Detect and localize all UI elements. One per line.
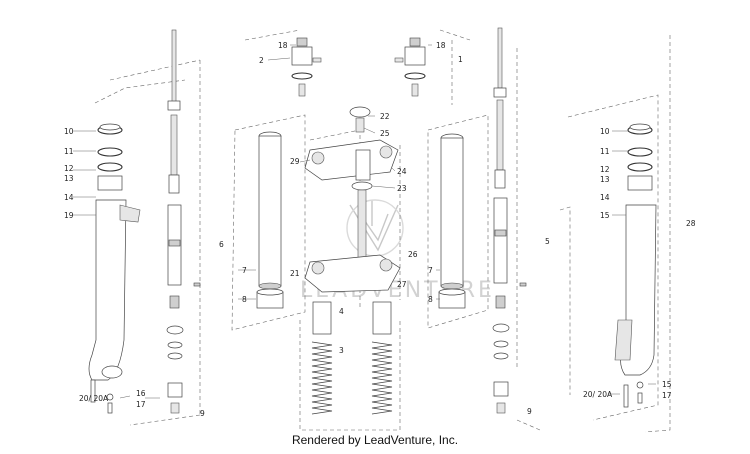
callout-7-left: 7 xyxy=(242,266,247,275)
callout-8-left: 8 xyxy=(242,295,247,304)
callout-26: 26 xyxy=(408,250,418,259)
watermark-logo xyxy=(346,199,404,257)
callout-20-20a-left: 20/ 20A xyxy=(79,394,109,403)
callout-16-left: 16 xyxy=(136,389,146,398)
callout-22: 22 xyxy=(380,112,390,121)
callout-7-right: 7 xyxy=(428,266,433,275)
callout-21: 21 xyxy=(290,269,300,278)
left-damper-rod xyxy=(166,29,184,414)
callout-27: 27 xyxy=(397,280,407,289)
callout-4: 4 xyxy=(339,307,344,316)
callout-17-left: 17 xyxy=(136,400,146,409)
callout-3: 3 xyxy=(339,346,344,355)
callout-6: 6 xyxy=(219,240,224,249)
callout-13-left: 13 xyxy=(64,174,74,183)
callout-18-right: 18 xyxy=(436,41,446,50)
part-callouts: 10 11 12 13 14 19 20/ 20A 16 17 9 6 7 8 … xyxy=(64,41,696,418)
top-caps xyxy=(291,37,426,97)
fork-springs xyxy=(311,301,393,415)
callout-14-right: 14 xyxy=(600,193,610,202)
render-credit-caption: Rendered by LeadVenture, Inc. xyxy=(291,433,459,447)
callout-14-left: 14 xyxy=(64,193,74,202)
right-inner-tube xyxy=(438,133,466,309)
left-inner-tube xyxy=(256,131,284,309)
callout-20-20a-right: 20/ 20A xyxy=(583,390,613,399)
left-fork-slider xyxy=(88,123,201,414)
triple-clamp-assembly xyxy=(304,106,401,293)
callout-28: 28 xyxy=(686,219,696,228)
callout-29: 29 xyxy=(290,157,300,166)
callout-24: 24 xyxy=(397,167,407,176)
right-fork-slider xyxy=(614,123,657,408)
callout-5: 5 xyxy=(545,237,550,246)
callout-8-right: 8 xyxy=(428,295,433,304)
callout-9-right: 9 xyxy=(527,407,532,416)
callout-17-right: 17 xyxy=(662,391,672,400)
right-damper-rod xyxy=(492,27,527,414)
callout-11-right: 11 xyxy=(600,147,610,156)
callout-13-right: 13 xyxy=(600,175,610,184)
callout-12-left: 12 xyxy=(64,164,74,173)
callout-15-right-lower: 15 xyxy=(662,380,672,389)
callout-1: 1 xyxy=(458,55,463,64)
callout-10-right: 10 xyxy=(600,127,610,136)
callout-11-left: 11 xyxy=(64,147,74,156)
callout-23: 23 xyxy=(397,184,407,193)
callout-18-left: 18 xyxy=(278,41,288,50)
callout-2: 2 xyxy=(259,56,264,65)
callout-19-left: 19 xyxy=(64,211,74,220)
callout-12-right: 12 xyxy=(600,165,610,174)
callout-9-left: 9 xyxy=(200,409,205,418)
callout-15-right: 15 xyxy=(600,211,610,220)
callout-25: 25 xyxy=(380,129,390,138)
leader-lines xyxy=(73,44,656,399)
callout-10-left: 10 xyxy=(64,127,74,136)
